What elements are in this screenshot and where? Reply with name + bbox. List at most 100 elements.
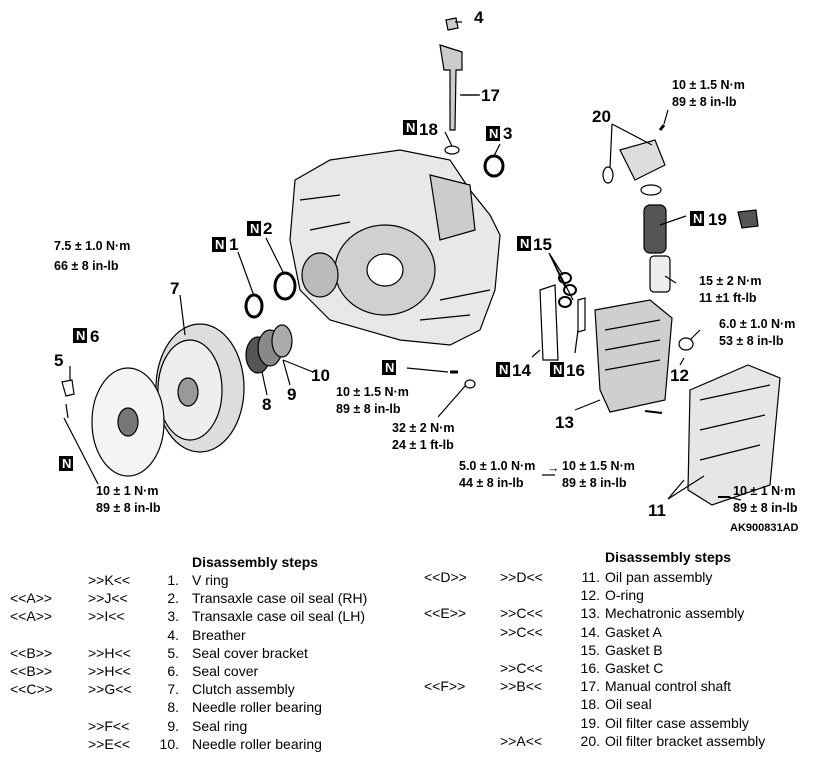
step-label: Seal cover bracket: [192, 644, 308, 661]
step-number: 18.: [580, 696, 600, 713]
step-row: >>E<<10.Needle roller bearing: [0, 735, 400, 753]
step-ref-a: <<B>>: [10, 663, 53, 679]
step-number: 17.: [580, 678, 600, 695]
step-ref-a: <<A>>: [10, 590, 53, 607]
step-row: 12.O-ring: [0, 586, 815, 604]
callout-18: 18: [419, 120, 438, 139]
step-label: Needle roller bearing: [192, 735, 322, 752]
callout-1: 1: [229, 235, 238, 254]
arrow-glyph: →: [547, 461, 560, 475]
step-number: 3.: [167, 608, 179, 625]
step-label: Clutch assembly: [192, 681, 295, 698]
step-label: Manual control shaft: [605, 678, 732, 695]
step-number: 4.: [167, 626, 179, 643]
new-part-mark-1: N: [212, 237, 226, 252]
step-number: 5.: [167, 644, 179, 661]
torque-15-nm: 15 ± 2 N·m: [699, 274, 761, 288]
right-steps-table: Disassembly steps <<D>>>>D<<11.Oil pan a…: [0, 548, 815, 758]
svg-text:N: N: [406, 120, 415, 135]
callout-7: 7: [170, 279, 179, 298]
needle-roller-bearing-part: [245, 324, 293, 374]
oil-seal-18-part: [444, 145, 460, 155]
step-label: Transaxle case oil seal (LH): [192, 608, 365, 625]
torque-10-1-5-nm-a: 10 ± 1.5 N·m: [336, 385, 409, 399]
torque-10-1-5-nm-b: 10 ± 1.5 N·m: [562, 459, 635, 473]
step-ref-a: <<C>>: [10, 681, 53, 698]
torque-10-1-5-nm-top: 10 ± 1.5 N·m: [672, 78, 745, 92]
figure-code: AK900831AD: [730, 522, 799, 534]
step-row: <<A>>>>J<<2.Transaxle case oil seal (RH): [0, 589, 400, 607]
svg-text:N: N: [499, 362, 508, 377]
step-number: 13.: [580, 605, 600, 622]
step-row: >>C<<16.Gasket C: [0, 659, 815, 677]
breather-part: [445, 17, 459, 31]
callout-8: 8: [262, 395, 271, 414]
step-label: O-ring: [605, 587, 644, 604]
new-part-mark-6: N: [73, 328, 87, 343]
svg-text:N: N: [520, 236, 529, 251]
callout-17: 17: [481, 86, 500, 105]
step-number: 15.: [580, 641, 600, 658]
step-ref-b: >>B<<: [500, 678, 543, 695]
step-ref-b: >>G<<: [88, 681, 132, 698]
step-number: 11.: [581, 569, 600, 585]
step-label: Oil pan assembly: [605, 569, 713, 585]
step-label: Gasket B: [605, 641, 663, 658]
svg-text:N: N: [250, 221, 259, 236]
step-ref-b: >>A<<: [500, 732, 543, 749]
torque-32-nm: 32 ± 2 N·m: [392, 421, 454, 435]
step-label: Seal cover: [192, 663, 259, 679]
step-label: Oil filter case assembly: [605, 714, 749, 731]
step-label: Oil seal: [605, 696, 652, 713]
step-ref-a: <<F>>: [424, 678, 466, 695]
new-part-mark-16: N: [550, 362, 564, 377]
torque-10-nm-b: 10 ± 1 N·m: [733, 484, 795, 498]
new-part-mark-5: N: [59, 456, 73, 471]
torque-7-5-nm: 7.5 ± 1.0 N·m: [54, 239, 130, 253]
callout-11: 11: [648, 501, 666, 520]
callout-14: 14: [512, 361, 531, 380]
step-row: >>C<<14.Gasket A: [0, 623, 815, 641]
new-part-mark-19: N: [690, 211, 704, 226]
step-label: V ring: [192, 572, 229, 588]
torque-11-ftlb: 11 ±1 ft-lb: [699, 291, 757, 305]
step-number: 8.: [167, 699, 179, 716]
callout-5: 5: [54, 351, 63, 370]
callout-20: 20: [592, 107, 611, 126]
oil-seal-3-part: [483, 154, 505, 178]
callout-12: 12: [670, 366, 689, 385]
step-row: <<B>>>>H<<6.Seal cover: [0, 662, 400, 680]
callout-15: 15: [533, 235, 552, 254]
step-label: Needle roller bearing: [192, 699, 322, 716]
step-number: 16.: [580, 660, 600, 676]
callout-3: 3: [503, 124, 512, 143]
step-number: 10.: [159, 735, 179, 752]
step-label: Breather: [192, 626, 246, 643]
step-row: 18. Oil seal: [0, 695, 815, 713]
step-row: 8. Needle roller bearing: [0, 698, 400, 716]
step-number: 2.: [167, 590, 179, 607]
step-row: >>K<<1.V ring: [0, 571, 400, 589]
torque-66-inlb: 66 ± 8 in-lb: [54, 259, 119, 273]
manual-control-shaft-part: [439, 44, 480, 131]
svg-text:N: N: [76, 328, 85, 343]
callout-16: 16: [566, 361, 585, 380]
step-ref-b: >>H<<: [88, 663, 131, 679]
torque-89-inlb-c: 89 ± 8 in-lb: [562, 476, 627, 490]
torque-89-inlb-b: 89 ± 8 in-lb: [336, 402, 401, 416]
svg-text:N: N: [553, 362, 562, 377]
step-row: <<B>>>>H<<5.Seal cover bracket: [0, 644, 400, 662]
step-label: Gasket A: [605, 623, 662, 640]
new-part-mark-2: N: [247, 221, 261, 236]
step-ref-b: >>H<<: [88, 644, 131, 661]
right-steps-title: Disassembly steps: [605, 549, 732, 565]
step-number: 19.: [580, 714, 600, 731]
callout-9: 9: [287, 385, 296, 404]
step-ref-b: >>D<<: [500, 569, 543, 585]
callout-13: 13: [555, 413, 574, 432]
step-number: 20.: [580, 732, 600, 749]
torque-89-inlb-top: 89 ± 8 in-lb: [672, 95, 737, 109]
step-label: Seal ring: [192, 717, 248, 734]
step-ref-a: <<E>>: [424, 605, 467, 622]
step-number: 7.: [167, 681, 179, 698]
